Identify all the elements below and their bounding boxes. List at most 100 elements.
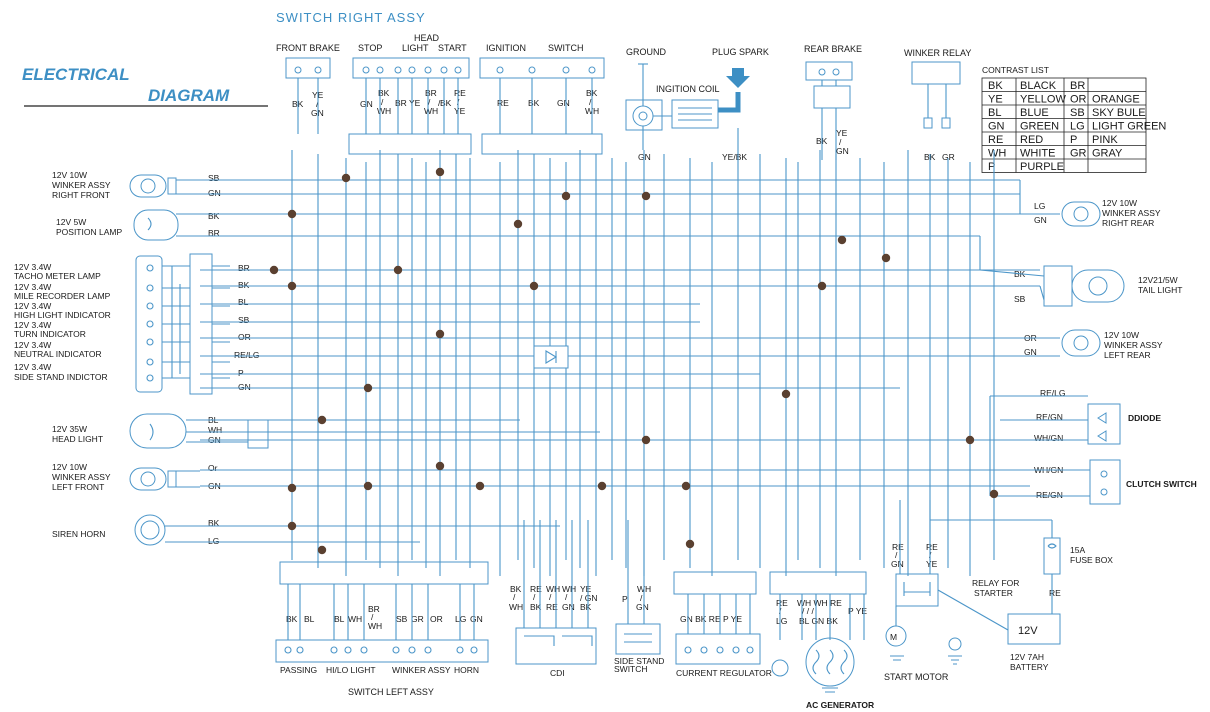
svg-text:WH: WH <box>377 106 391 116</box>
svg-text:GN: GN <box>470 614 483 624</box>
junction-dot <box>529 281 539 291</box>
svg-text:SB: SB <box>396 614 408 624</box>
svg-text:STARTER: STARTER <box>974 588 1013 598</box>
junction-dot <box>341 173 351 183</box>
contrast-cell: RE <box>988 134 1003 146</box>
svg-text:/ GN: / GN <box>580 593 597 603</box>
svg-text:BL: BL <box>334 614 345 624</box>
contrast-cell: GREEN <box>1020 121 1059 133</box>
contrast-cell: BLUE <box>1020 107 1049 119</box>
svg-text:GN: GN <box>636 602 649 612</box>
svg-text:YE/BK: YE/BK <box>722 152 747 162</box>
svg-text:RIGHT FRONT: RIGHT FRONT <box>52 190 110 200</box>
svg-text:GN: GN <box>311 108 324 118</box>
fuse-box <box>1043 537 1061 575</box>
svg-text:BR: BR <box>238 263 250 273</box>
svg-text:RE: RE <box>454 88 466 98</box>
regulator-harness-connector <box>673 571 757 595</box>
start-label: START <box>438 43 467 53</box>
svg-text:BK: BK <box>580 602 592 612</box>
head-light-label-1: HEAD <box>414 33 440 43</box>
svg-text:PASSING: PASSING <box>280 665 317 675</box>
svg-text:LG: LG <box>776 616 787 626</box>
left-labels: 12V 10W WINKER ASSY RIGHT FRONT 12V 5W P… <box>14 170 122 539</box>
svg-text:BK: BK <box>510 584 522 594</box>
svg-text:12V21/5W: 12V21/5W <box>1138 275 1178 285</box>
svg-text:HEAD LIGHT: HEAD LIGHT <box>52 434 103 444</box>
junction-dot <box>269 265 279 275</box>
cdi-box <box>515 627 597 665</box>
svg-text:WH: WH <box>368 621 382 631</box>
svg-text:/: / <box>839 137 842 147</box>
svg-text:GN: GN <box>891 559 904 569</box>
svg-text:BL GN BK: BL GN BK <box>799 616 838 626</box>
svg-text:/: / <box>371 612 374 622</box>
wire-harness <box>165 78 1090 640</box>
svg-text:LEFT REAR: LEFT REAR <box>1104 350 1151 360</box>
contrast-cell: BK <box>988 80 1003 92</box>
svg-text:RE: RE <box>776 598 788 608</box>
bottom-labels: PASSING HI/LO LIGHT WINKER ASSY HORN CDI… <box>280 656 874 710</box>
svg-text:BR YE: BR YE <box>395 98 421 108</box>
contrast-cell: LIGHT GREEN <box>1092 121 1166 133</box>
svg-text:12V 7AH: 12V 7AH <box>1010 652 1044 662</box>
svg-text:FUSE BOX: FUSE BOX <box>1070 555 1113 565</box>
inline-diode <box>533 345 569 369</box>
svg-text:Or: Or <box>208 463 218 473</box>
svg-text:/: / <box>428 97 431 107</box>
svg-text:12V 3.4W: 12V 3.4W <box>14 340 51 350</box>
svg-text:12V 5W: 12V 5W <box>56 217 86 227</box>
rear-brake-label: REAR BRAKE <box>804 44 862 54</box>
top-title: SWITCH RIGHT ASSY <box>276 10 426 25</box>
current-regulator-box <box>675 633 761 665</box>
svg-text:WINKER ASSY: WINKER ASSY <box>392 665 451 675</box>
svg-text:/: / <box>533 592 536 602</box>
contrast-cell: GR <box>1070 148 1087 160</box>
junction-dot <box>435 329 445 339</box>
svg-text:YE: YE <box>580 584 592 594</box>
svg-text:/: / <box>438 98 441 108</box>
svg-text:AC GENERATOR: AC GENERATOR <box>806 700 874 710</box>
svg-text:RE: RE <box>892 542 904 552</box>
svg-text:RE/GN: RE/GN <box>1036 490 1063 500</box>
svg-text:BR: BR <box>425 88 437 98</box>
ignition-coil <box>632 63 750 129</box>
svg-text:RE: RE <box>926 542 938 552</box>
wire <box>1039 285 1045 301</box>
junction-dot <box>561 191 571 201</box>
contrast-cell: P <box>1070 134 1077 146</box>
svg-text:SIREN HORN: SIREN HORN <box>52 529 105 539</box>
svg-text:SB: SB <box>1014 294 1026 304</box>
junction-dot <box>965 435 975 445</box>
svg-text:/ / /: / / / <box>802 606 814 616</box>
svg-text:GN: GN <box>1034 215 1047 225</box>
svg-text:BATTERY: BATTERY <box>1010 662 1049 672</box>
svg-text:/: / <box>565 592 568 602</box>
svg-text:/: / <box>549 592 552 602</box>
svg-text:NEUTRAL INDICATOR: NEUTRAL INDICATOR <box>14 349 102 359</box>
stop-label: STOP <box>358 43 382 53</box>
svg-text:RE: RE <box>497 98 509 108</box>
svg-text:GN: GN <box>562 602 575 612</box>
wire <box>937 589 1009 631</box>
junction-dot <box>641 435 651 445</box>
contrast-cell: GRAY <box>1092 148 1123 160</box>
svg-text:GN: GN <box>1024 347 1037 357</box>
title-electrical: ELECTRICAL <box>22 65 130 84</box>
contrast-cell: BL <box>988 107 1001 119</box>
winker-relay-label: WINKER RELAY <box>904 48 971 58</box>
battery-box <box>1007 613 1061 645</box>
ignition-label: IGNITION <box>486 43 526 53</box>
contrast-cell: RED <box>1020 134 1043 146</box>
svg-text:WINKER ASSY: WINKER ASSY <box>52 180 111 190</box>
svg-text:/: / <box>589 97 592 107</box>
svg-text:GR: GR <box>411 614 424 624</box>
svg-text:DDIODE: DDIODE <box>1128 413 1161 423</box>
svg-text:GN: GN <box>557 98 570 108</box>
contrast-cell: SKY BULE <box>1092 107 1146 119</box>
svg-text:OR: OR <box>238 332 251 342</box>
starter-relay <box>895 573 939 607</box>
